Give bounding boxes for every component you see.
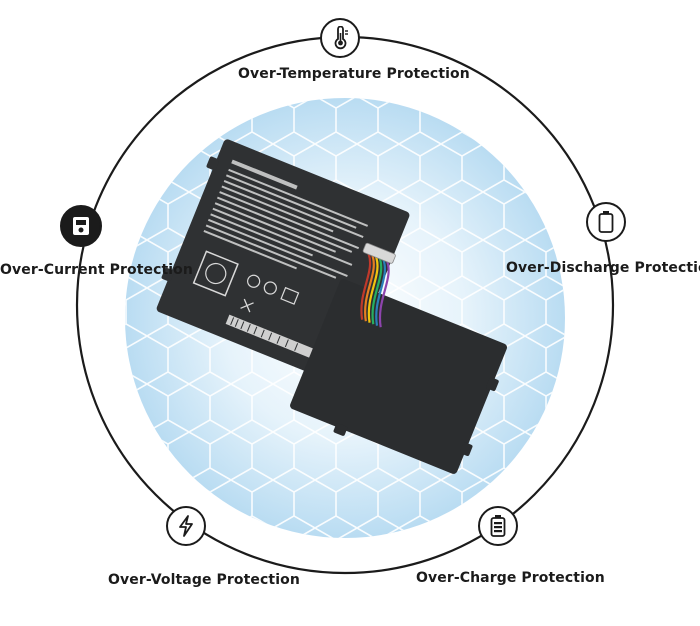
battery-pack — [156, 139, 507, 474]
over-current-label: Over-Current Protection — [0, 262, 193, 278]
battery-full-icon — [478, 506, 518, 546]
over-charge-label: Over-Charge Protection — [416, 570, 605, 586]
over-discharge-label: Over-Discharge Protection — [506, 260, 700, 276]
over-temperature-label: Over-Temperature Protection — [238, 66, 470, 82]
power-meter-icon — [60, 205, 102, 247]
lightning-bolt-icon — [166, 506, 206, 546]
over-voltage-label: Over-Voltage Protection — [108, 572, 300, 588]
thermometer-icon — [320, 18, 360, 58]
battery-empty-icon — [586, 202, 626, 242]
